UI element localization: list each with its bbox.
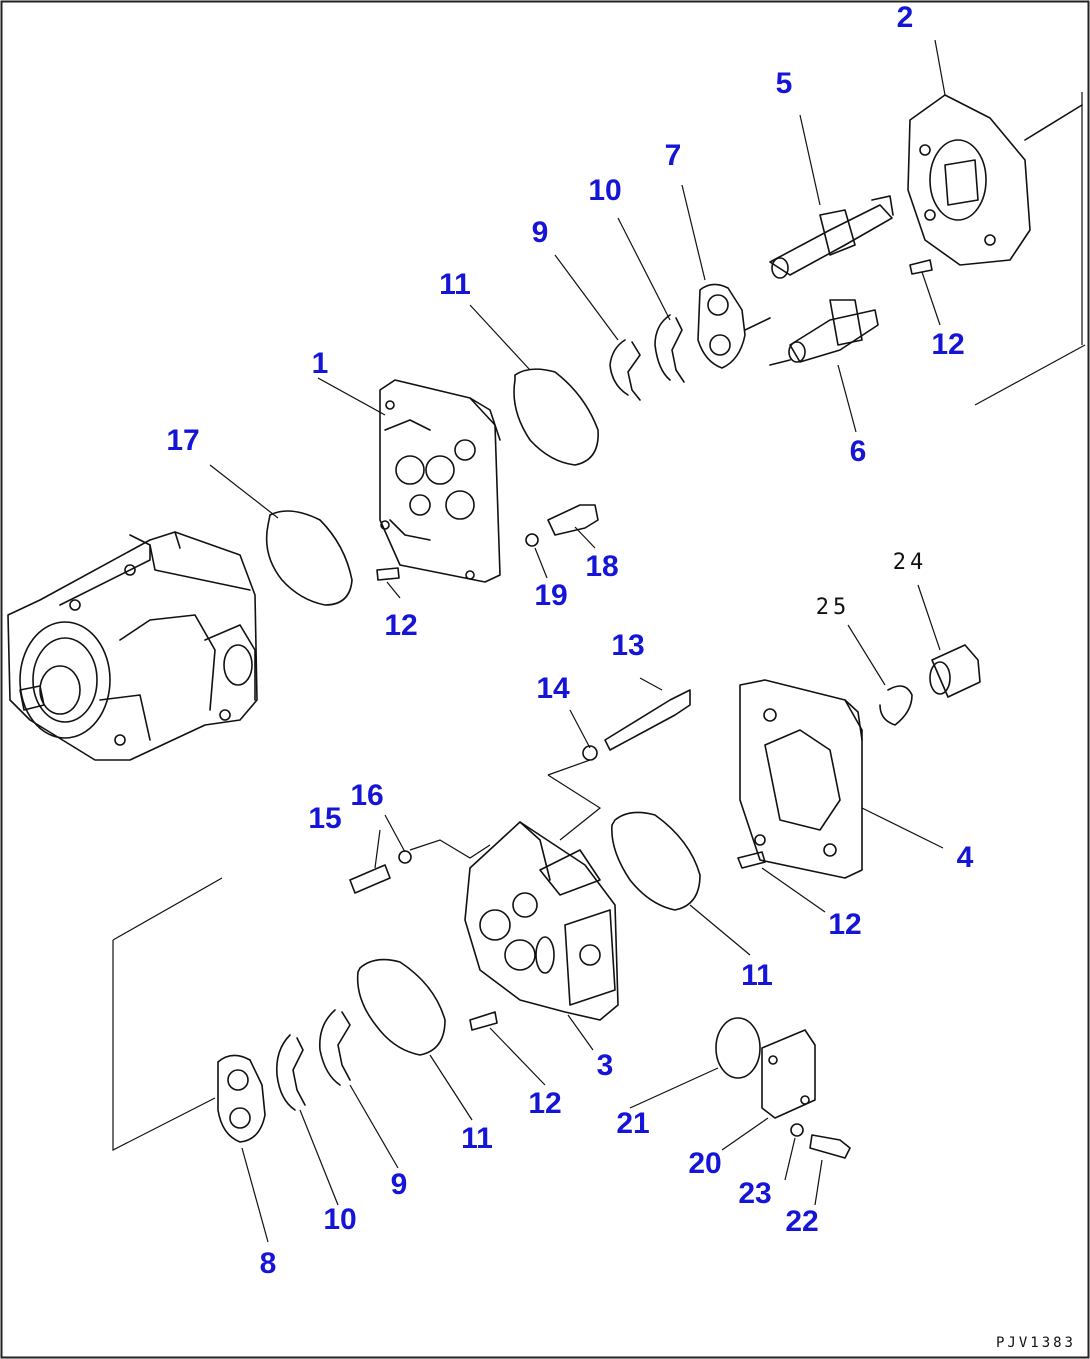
cover-plate-1 bbox=[379, 379, 501, 583]
plate-4 bbox=[739, 679, 863, 879]
callout-14: 14 bbox=[536, 672, 570, 705]
callout-6: 6 bbox=[849, 435, 867, 468]
seal-9-upper bbox=[609, 339, 641, 401]
callout-11-upper: 11 bbox=[439, 268, 471, 301]
seal-10-lower bbox=[275, 1034, 306, 1111]
callout-2: 2 bbox=[896, 1, 914, 34]
pin-12-flange bbox=[909, 259, 933, 275]
callout-12-housing: 12 bbox=[528, 1087, 562, 1120]
callout-17: 17 bbox=[166, 424, 200, 457]
callout-12-flange: 12 bbox=[931, 328, 965, 361]
pin-12-housing bbox=[469, 1011, 498, 1031]
callout-22: 22 bbox=[785, 1205, 819, 1238]
callout-5: 5 bbox=[775, 67, 793, 100]
callout-20: 20 bbox=[688, 1147, 722, 1180]
callout-15: 15 bbox=[308, 802, 342, 835]
callout-1: 1 bbox=[311, 347, 329, 380]
plate-7 bbox=[697, 283, 771, 369]
callout-25: 25 bbox=[815, 595, 851, 620]
bushing-24-ring-25 bbox=[879, 644, 981, 726]
flange-2 bbox=[907, 94, 1083, 266]
callout-24: 24 bbox=[892, 550, 928, 575]
diagram-code: PJV1383 bbox=[995, 1335, 1076, 1351]
gasket-11-middle bbox=[611, 811, 701, 911]
callout-13: 13 bbox=[611, 629, 645, 662]
plate-8 bbox=[217, 1054, 266, 1143]
cover-20 bbox=[761, 1029, 816, 1119]
callout-11-lower: 11 bbox=[461, 1122, 493, 1155]
pin-12-cover bbox=[376, 567, 400, 581]
callout-7: 7 bbox=[664, 139, 682, 172]
drive-gear-5 bbox=[769, 195, 894, 279]
callout-9-lower: 9 bbox=[390, 1168, 408, 1201]
gasket-11-upper bbox=[513, 368, 599, 466]
callout-11-middle: 11 bbox=[741, 959, 773, 992]
assembly-guide-left bbox=[112, 877, 223, 1151]
driven-gear-6 bbox=[769, 299, 879, 366]
bolt-22-washer-23 bbox=[790, 1123, 851, 1159]
callout-10-upper: 10 bbox=[588, 174, 622, 207]
callout-8: 8 bbox=[259, 1247, 277, 1280]
callout-19: 19 bbox=[534, 579, 568, 612]
gasket-11-lower bbox=[356, 958, 446, 1056]
o-ring-21 bbox=[715, 1017, 761, 1079]
callout-9-upper: 9 bbox=[531, 216, 549, 249]
gasket-17 bbox=[265, 510, 353, 606]
callout-4: 4 bbox=[956, 841, 974, 874]
pin-12-plate bbox=[737, 851, 766, 869]
bolt-13-washer-14 bbox=[547, 689, 691, 841]
callout-12-plate: 12 bbox=[828, 908, 862, 941]
callout-23: 23 bbox=[738, 1177, 772, 1210]
housing-3 bbox=[464, 821, 619, 1021]
assembly-guide-right bbox=[974, 92, 1086, 406]
callout-16: 16 bbox=[350, 779, 384, 812]
callout-18: 18 bbox=[585, 550, 619, 583]
seal-10-upper bbox=[654, 314, 685, 383]
plug-18-washer-19 bbox=[525, 504, 599, 547]
callout-3: 3 bbox=[596, 1049, 614, 1082]
leader-lines bbox=[209, 39, 946, 1243]
callout-10-lower: 10 bbox=[323, 1203, 357, 1236]
callout-21: 21 bbox=[616, 1107, 650, 1140]
pump-body-assembly bbox=[7, 531, 258, 761]
callout-12-cover: 12 bbox=[384, 609, 418, 642]
seal-9-lower bbox=[318, 1009, 351, 1086]
